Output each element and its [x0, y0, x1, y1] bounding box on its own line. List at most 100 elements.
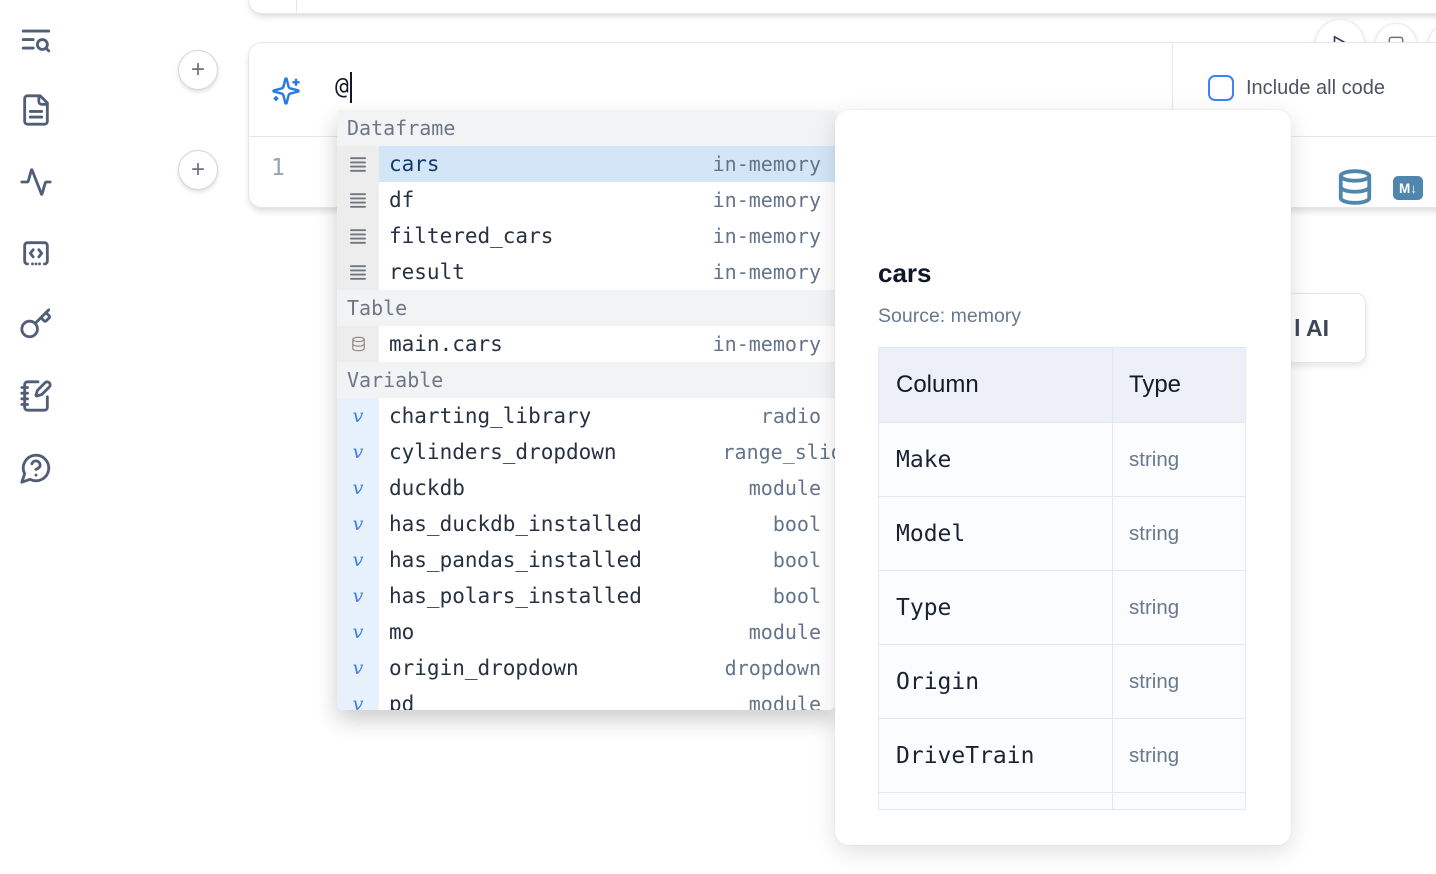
ai-prompt-input[interactable]: @: [335, 74, 349, 100]
schema-column-name: DriveTrain: [896, 742, 1035, 769]
autocomplete-item-name: result: [389, 260, 465, 284]
autocomplete-item-type: in-memory: [712, 152, 821, 176]
autocomplete-item-type: in-memory: [712, 332, 821, 356]
autocomplete-item[interactable]: cars in-memory: [337, 146, 835, 182]
schema-column-name: Origin: [896, 668, 980, 695]
activity-icon[interactable]: [19, 165, 53, 199]
schema-column-name: Model: [896, 520, 966, 547]
autocomplete-item[interactable]: v origin_dropdown dropdown: [337, 650, 835, 686]
dataframe-icon: [349, 155, 367, 173]
autocomplete-section-header: Variable: [337, 362, 835, 398]
variable-icon: v: [352, 585, 364, 607]
schema-column-header: Column: [896, 371, 979, 398]
schema-column-name: Type: [896, 594, 952, 621]
autocomplete-item-type: module: [748, 620, 821, 644]
code-snippet-icon[interactable]: [19, 237, 53, 271]
markdown-convert-icon[interactable]: M↓: [1393, 176, 1423, 200]
autocomplete-item[interactable]: main.cars in-memory: [337, 326, 835, 362]
variable-icon: v: [352, 549, 364, 571]
autocomplete-item-gutter: v: [337, 614, 379, 650]
variable-icon: v: [352, 693, 364, 710]
document-icon[interactable]: [19, 93, 53, 127]
autocomplete-item[interactable]: v has_duckdb_installed bool: [337, 506, 835, 542]
autocomplete-item-type: bool: [772, 584, 821, 608]
autocomplete-item-name: df: [389, 188, 415, 212]
autocomplete-item-type: module: [748, 476, 821, 500]
autocomplete-item-gutter: v: [337, 470, 379, 506]
dataframe-icon: [349, 227, 367, 245]
add-cell-above-button[interactable]: +: [178, 50, 218, 90]
autocomplete-item-name: main.cars: [389, 332, 503, 356]
help-chat-icon[interactable]: [19, 451, 53, 485]
preview-source: Source: memory: [878, 305, 1022, 327]
autocomplete-item-name: cylinders_dropdown: [389, 440, 617, 464]
autocomplete-item-name: has_pandas_installed: [389, 548, 642, 572]
variable-icon: v: [352, 441, 364, 463]
variable-icon: v: [352, 477, 364, 499]
autocomplete-item-name: mo: [389, 620, 415, 644]
autocomplete-item-type: in-memory: [712, 260, 821, 284]
schema-type-header: Type: [1129, 371, 1182, 398]
schema-column-type: string: [1129, 447, 1180, 471]
key-icon[interactable]: [19, 307, 53, 341]
autocomplete-item-name: origin_dropdown: [389, 656, 579, 680]
schema-table-row: Make string: [879, 422, 1245, 496]
autocomplete-item-type: dropdown: [724, 656, 821, 680]
autocomplete-item-type: radio: [760, 404, 821, 428]
autocomplete-item-type: module: [748, 692, 821, 710]
autocomplete-item-name: cars: [389, 152, 440, 176]
schema-column-type: string: [1129, 669, 1180, 693]
add-cell-below-button[interactable]: +: [178, 150, 218, 190]
autocomplete-item-gutter: [337, 326, 379, 362]
variable-icon: v: [352, 405, 364, 427]
autocomplete-item[interactable]: v duckdb module: [337, 470, 835, 506]
autocomplete-item-gutter: v: [337, 542, 379, 578]
dataframe-preview-panel: cars Source: memory 428 rows, 15 columns…: [835, 110, 1291, 845]
autocomplete-item-type: bool: [772, 512, 821, 536]
autocomplete-item-type: in-memory: [712, 188, 821, 212]
autocomplete-item-name: has_polars_installed: [389, 584, 642, 608]
database-icon: [350, 335, 367, 353]
autocomplete-item-gutter: v: [337, 578, 379, 614]
autocomplete-item-name: has_duckdb_installed: [389, 512, 642, 536]
autocomplete-dropdown: Dataframe cars in-memory df in-memory filtere…: [337, 110, 835, 710]
schema-table-row: DriveTrain string: [879, 718, 1245, 792]
sparkles-icon: [271, 76, 301, 106]
cell-vertical-divider: [1172, 43, 1173, 136]
dataframe-icon: [349, 191, 367, 209]
autocomplete-item-gutter: [337, 254, 379, 290]
autocomplete-item-name: duckdb: [389, 476, 465, 500]
variable-icon: v: [352, 513, 364, 535]
schema-table-row-partial: [879, 792, 1245, 809]
preview-title: cars: [878, 258, 932, 288]
autocomplete-section-header: Dataframe: [337, 110, 835, 146]
autocomplete-item-gutter: [337, 146, 379, 182]
schema-column-type: string: [1129, 595, 1180, 619]
schema-table-row: Origin string: [879, 644, 1245, 718]
include-all-code-label: Include all code: [1246, 76, 1385, 99]
list-search-icon[interactable]: [19, 24, 53, 58]
include-all-code-checkbox[interactable]: [1208, 75, 1234, 101]
previous-cell: [248, 0, 1436, 14]
schema-column-type: string: [1129, 743, 1180, 767]
notebook-pen-icon[interactable]: [19, 379, 53, 413]
autocomplete-item-name: pd: [389, 692, 415, 710]
autocomplete-item-gutter: [337, 218, 379, 254]
autocomplete-item-gutter: v: [337, 506, 379, 542]
schema-column-name: Make: [896, 446, 952, 473]
database-icon[interactable]: [1336, 167, 1374, 207]
autocomplete-item-gutter: v: [337, 650, 379, 686]
autocomplete-item[interactable]: df in-memory: [337, 182, 835, 218]
autocomplete-section-header: Table: [337, 290, 835, 326]
autocomplete-item[interactable]: v has_polars_installed bool: [337, 578, 835, 614]
autocomplete-item[interactable]: v pd module: [337, 686, 835, 710]
autocomplete-item-name: filtered_cars: [389, 224, 554, 248]
autocomplete-item[interactable]: result in-memory: [337, 254, 835, 290]
